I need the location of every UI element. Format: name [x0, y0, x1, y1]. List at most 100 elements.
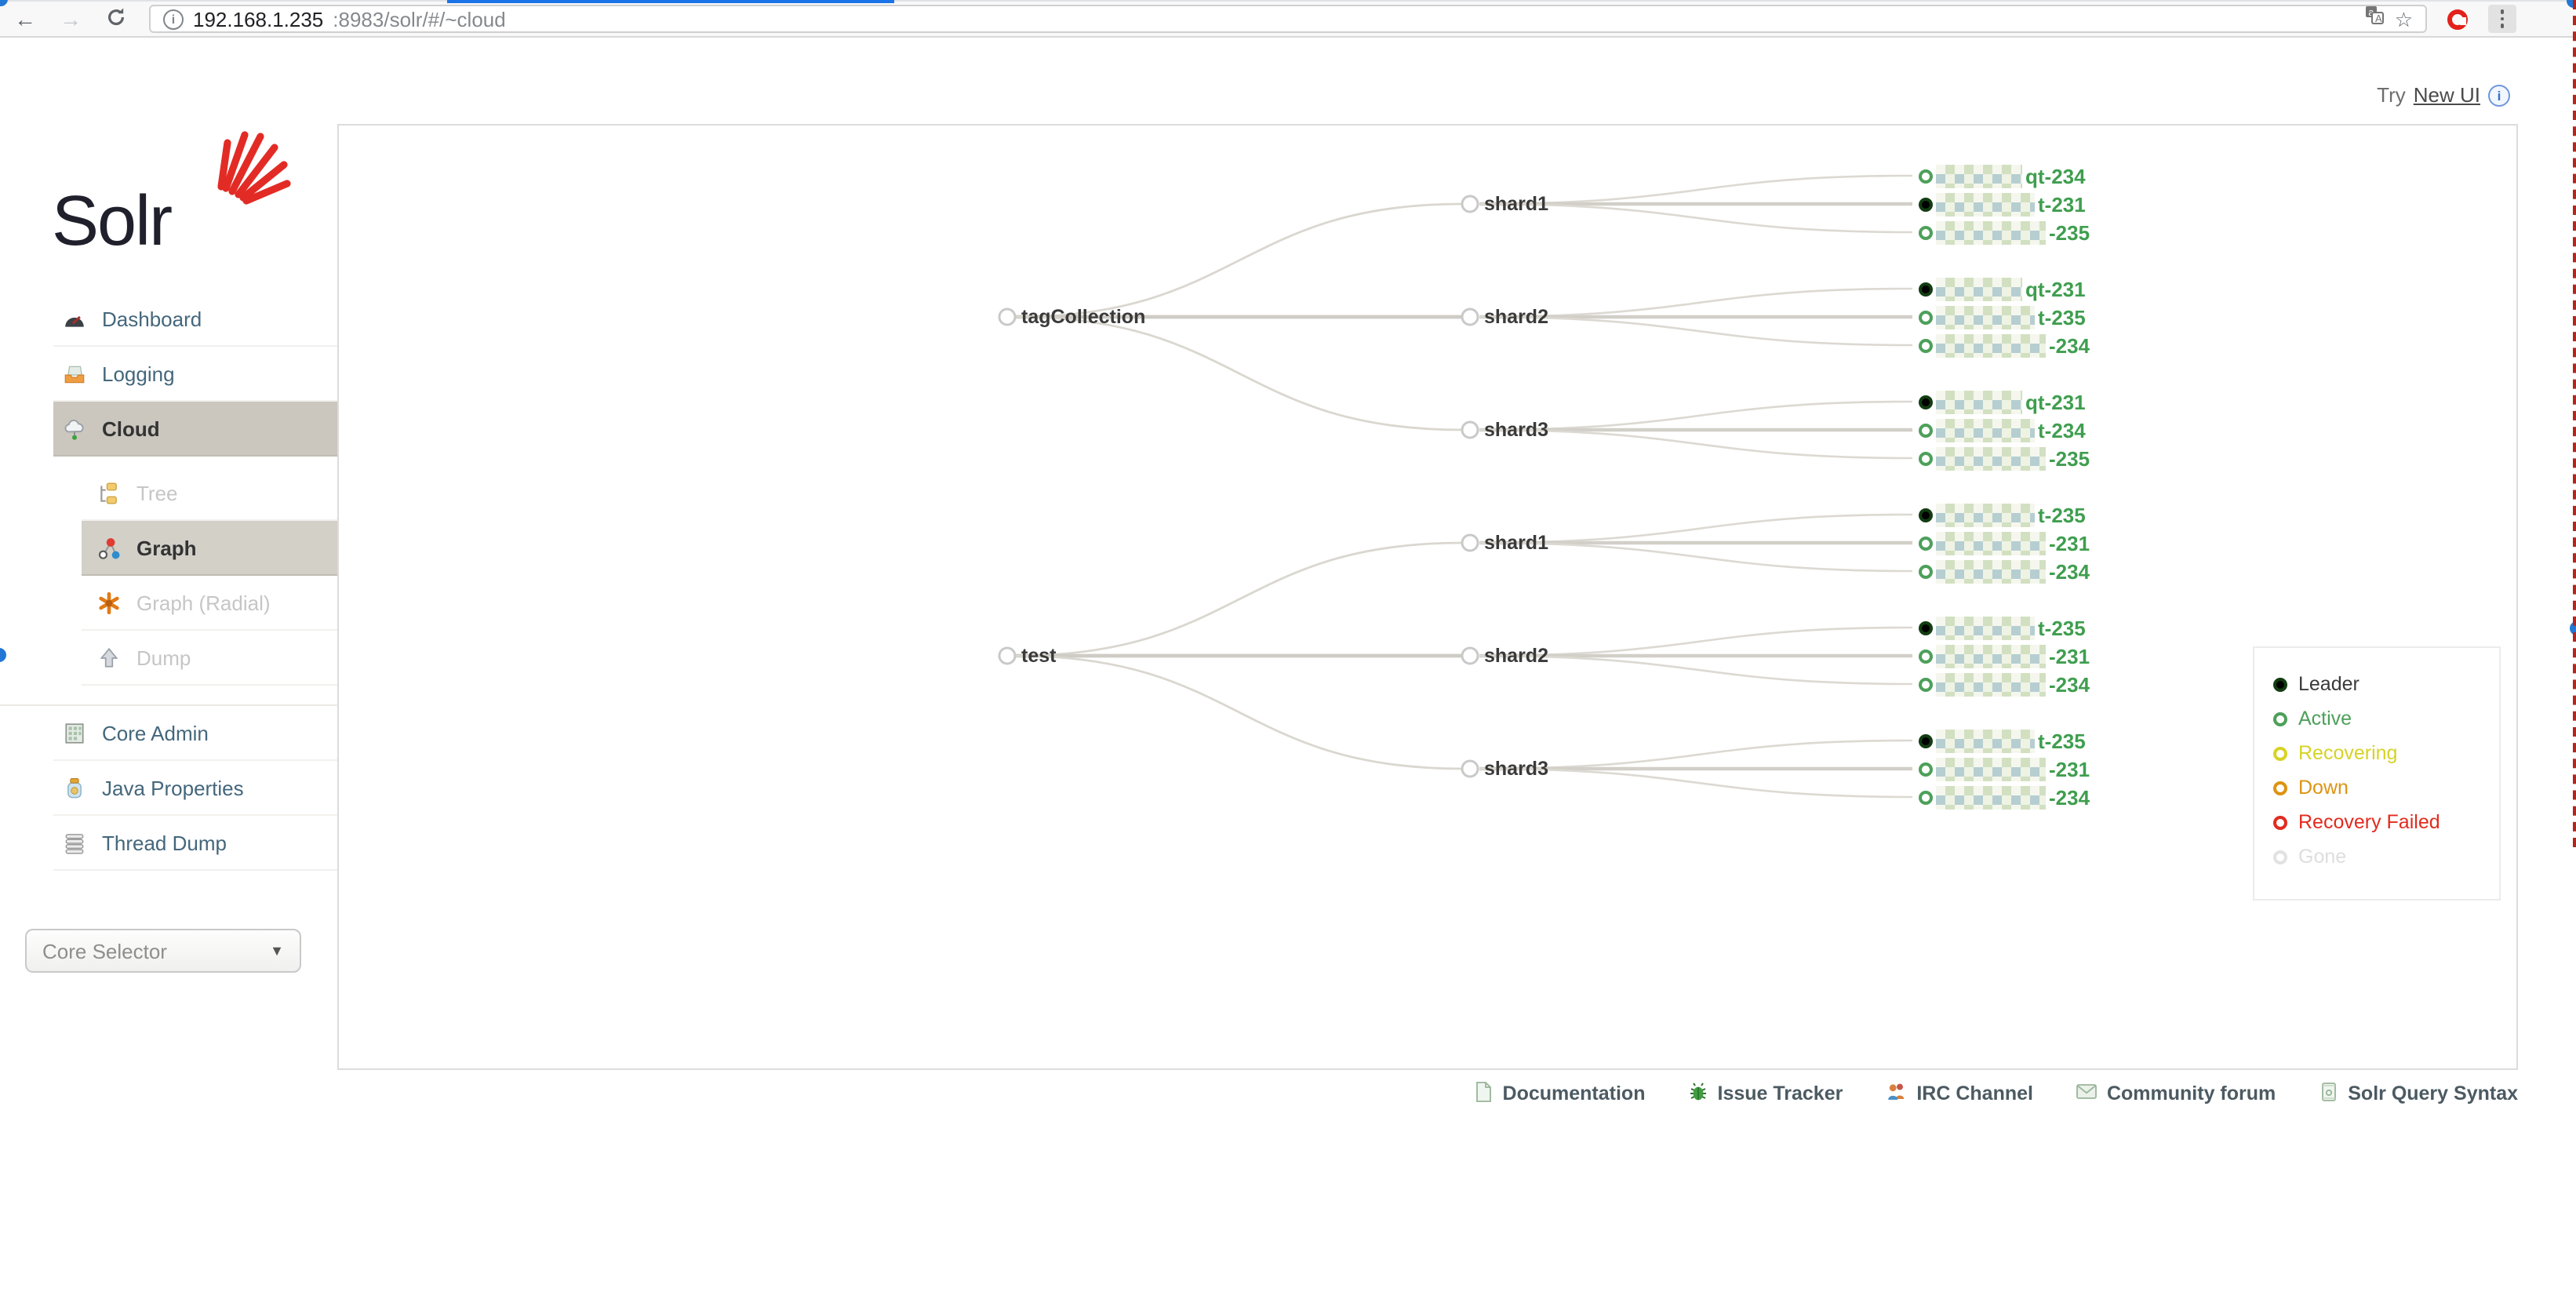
pixelated-hostname	[1936, 531, 2046, 555]
active-ring-icon	[1919, 423, 1933, 437]
replica-node[interactable]: t-235	[1919, 303, 2086, 331]
replica-node[interactable]: t-231	[1919, 190, 2086, 218]
replica-label: -231	[2049, 644, 2090, 668]
sidebar-item-label: Java Properties	[102, 776, 244, 799]
replica-node[interactable]: t-235	[1919, 500, 2086, 529]
shard-label: shard2	[1484, 645, 1548, 667]
replica-label: -231	[2049, 531, 2090, 555]
replica-label: t-235	[2038, 503, 2086, 526]
graph-link	[1014, 315, 1463, 431]
sidebar-item-cloud[interactable]: Cloud	[53, 402, 337, 457]
replica-node[interactable]: -234	[1919, 557, 2090, 585]
sidebar-item-java-properties[interactable]: Java Properties	[53, 761, 337, 816]
replica-node[interactable]: -235	[1919, 444, 2090, 472]
pixelated-hostname	[1936, 305, 2035, 329]
bug-icon	[1688, 1080, 1708, 1107]
leader-dot-icon	[1919, 197, 1933, 211]
replica-node[interactable]: -231	[1919, 642, 2090, 670]
solr-logo-text: Solr	[52, 180, 173, 260]
legend-item-recovering: Recovering	[2273, 736, 2499, 770]
sidebar-item-core-admin[interactable]: Core Admin	[53, 706, 337, 761]
replica-node[interactable]: -234	[1919, 783, 2090, 811]
replica-node[interactable]: -234	[1919, 670, 2090, 698]
active-ring-icon	[1919, 338, 1933, 352]
sidebar-item-dashboard[interactable]: Dashboard	[53, 292, 337, 347]
sidebar-item-label: Thread Dump	[102, 831, 227, 854]
bookmark-star-icon[interactable]: ☆	[2394, 7, 2413, 31]
leader-dot-icon	[1919, 508, 1933, 522]
cloud-icon	[63, 417, 86, 440]
java-properties-icon	[63, 776, 86, 799]
replica-node[interactable]: t-235	[1919, 613, 2086, 642]
pixelated-hostname	[1936, 503, 2035, 526]
graph-link	[1014, 202, 1463, 318]
browser-toolbar: ← → i 192.168.1.235 :8983/solr/#/~cloud …	[0, 0, 2576, 38]
pixelated-hostname	[1936, 164, 2022, 187]
replica-node[interactable]: -234	[1919, 331, 2090, 359]
graph-link	[1479, 541, 1913, 573]
graph-link	[1479, 315, 1913, 347]
page-info-icon[interactable]: i	[163, 9, 184, 29]
replica-label: -234	[2049, 333, 2090, 357]
replica-node[interactable]: -231	[1919, 529, 2090, 557]
sidebar-item-dump[interactable]: Dump	[82, 631, 337, 686]
replica-node[interactable]: t-235	[1919, 726, 2086, 755]
back-icon[interactable]: ←	[14, 6, 36, 31]
replica-node[interactable]: -231	[1919, 755, 2090, 783]
replica-node[interactable]: t-234	[1919, 416, 2086, 444]
collection-node-circle	[998, 646, 1017, 665]
footer-link-community-forum[interactable]: Community forum	[2076, 1081, 2276, 1106]
footer-link-irc-channel[interactable]: IRC Channel	[1885, 1080, 2033, 1107]
new-ui-info-icon[interactable]: i	[2488, 84, 2510, 106]
capture-handle-top-left	[0, 0, 8, 6]
capture-top-line	[447, 0, 894, 3]
leader-dot-icon	[1919, 395, 1933, 409]
active-ring-icon	[1919, 677, 1933, 691]
graph-link	[1479, 428, 1913, 460]
shard-node-circle	[1461, 759, 1479, 778]
shard-label: shard1	[1484, 532, 1548, 554]
replica-label: -235	[2049, 446, 2090, 470]
pixelated-hostname	[1936, 559, 2046, 583]
graph-link	[1014, 654, 1463, 770]
replica-node[interactable]: qt-234	[1919, 162, 2086, 190]
sidebar-item-graph-radial[interactable]: Graph (Radial)	[82, 576, 337, 631]
footer-link-issue-tracker[interactable]: Issue Tracker	[1688, 1080, 1843, 1107]
footer-link-label: Community forum	[2106, 1083, 2276, 1104]
replica-label: t-231	[2038, 192, 2086, 216]
forward-icon[interactable]: →	[60, 6, 82, 31]
refresh-icon[interactable]	[104, 6, 129, 31]
legend-label: Down	[2298, 777, 2349, 799]
leader-dot-icon	[1919, 282, 1933, 296]
footer-link-documentation[interactable]: Documentation	[1473, 1080, 1646, 1107]
sidebar-item-tree[interactable]: Tree	[82, 466, 337, 521]
core-selector-dropdown[interactable]: Core Selector ▼	[25, 929, 301, 973]
replica-label: t-234	[2038, 418, 2086, 442]
replica-node[interactable]: qt-231	[1919, 388, 2086, 416]
active-ring-icon	[1919, 790, 1933, 804]
footer-link-label: Documentation	[1502, 1083, 1646, 1104]
pixelated-hostname	[1936, 390, 2022, 413]
legend-item-down: Down	[2273, 770, 2499, 805]
active-ring-icon	[1919, 762, 1933, 776]
replica-node[interactable]: qt-231	[1919, 275, 2086, 303]
solr-logo[interactable]: Solr	[52, 124, 318, 259]
replica-label: qt-231	[2025, 390, 2086, 413]
legend-item-recovery-failed: Recovery Failed	[2273, 805, 2499, 839]
url-path: :8983/solr/#/~cloud	[333, 7, 506, 31]
browser-menu-icon[interactable]	[2488, 5, 2516, 33]
sidebar-item-thread-dump[interactable]: Thread Dump	[53, 816, 337, 871]
pixelated-hostname	[1936, 785, 2046, 809]
replica-node[interactable]: -235	[1919, 218, 2090, 246]
sidebar-item-logging[interactable]: Logging	[53, 347, 337, 402]
sidebar-item-graph[interactable]: Graph	[82, 521, 337, 576]
extension-icon[interactable]	[2447, 9, 2468, 29]
footer-link-solr-query-syntax[interactable]: Solr Query Syntax	[2318, 1080, 2518, 1107]
shard-node-circle	[1461, 646, 1479, 665]
leader-dot-icon	[1919, 620, 1933, 635]
legend-item-leader: Leader	[2273, 667, 2499, 701]
replica-label: t-235	[2038, 616, 2086, 639]
new-ui-link[interactable]: New UI	[2413, 83, 2480, 107]
